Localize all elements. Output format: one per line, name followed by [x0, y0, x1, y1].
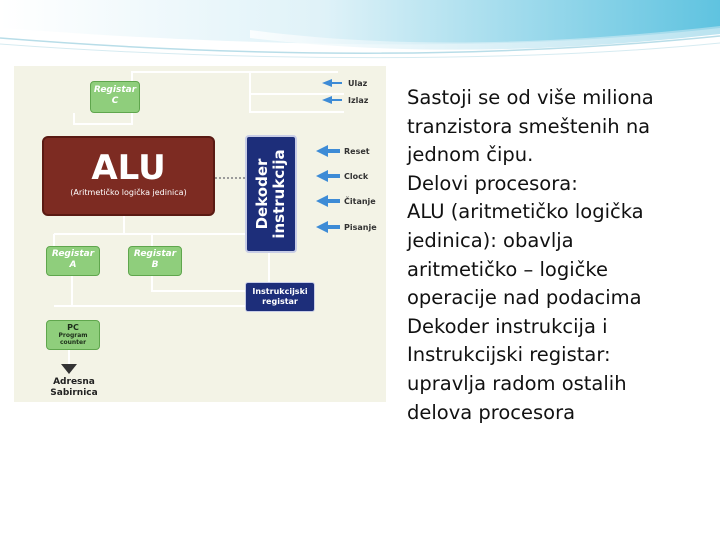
register-c-box: Registar C — [90, 81, 140, 113]
register-b-box: Registar B — [128, 246, 182, 276]
address-bus-label: Adresna Sabirnica — [34, 377, 114, 399]
register-c-letter: C — [111, 96, 119, 106]
signal-reset: Reset — [344, 147, 370, 156]
decoder-box: Dekoder instrukcija — [245, 135, 297, 253]
instruction-register-box: Instrukcijski registar — [245, 282, 315, 312]
signal-clock: Clock — [344, 172, 369, 181]
pc-counter-label: counter — [59, 339, 87, 346]
description-text: Sastoji se od više miliona tranzistora s… — [407, 84, 707, 427]
text-line: Delovi procesora: — [407, 171, 578, 195]
text-line: Sastoji se od više miliona — [407, 86, 654, 109]
text-line: operacije nad podacima — [407, 286, 642, 310]
text-line: aritmetičko – logičke — [407, 257, 608, 281]
text-line: ALU (aritmetičko logička — [407, 200, 644, 224]
address-bus-line-2: Sabirnica — [50, 388, 98, 398]
register-a-label: Registar — [51, 249, 95, 259]
text-line: jedinica): obavlja — [407, 228, 574, 252]
signal-citanje: Čitanje — [344, 197, 376, 206]
text-line: Dekoder instrukcija i — [407, 314, 608, 338]
alu-subtitle: (Aritmetičko logička jedinica) — [70, 188, 187, 197]
register-a-letter: A — [69, 260, 77, 270]
text-line: Instrukcijski registar: — [407, 343, 611, 367]
signal-ulaz: Ulaz — [348, 79, 368, 88]
decoder-label-line-1: Dekoder — [253, 158, 271, 230]
address-bus-line-1: Adresna — [53, 377, 95, 387]
decoder-label-line-2: instrukcija — [270, 149, 288, 239]
header-wave-decoration — [0, 0, 720, 59]
pc-label: PC — [67, 323, 79, 332]
instruction-register-line-1: Instrukcijski — [252, 287, 308, 296]
text-line: jednom čipu. — [407, 143, 534, 167]
instruction-register-line-2: registar — [262, 297, 298, 306]
program-counter-box: PC Program counter — [46, 320, 100, 350]
pc-program-label: Program — [58, 332, 88, 339]
register-b-label: Registar — [133, 249, 177, 259]
alu-title: ALU — [91, 148, 166, 188]
diagram-connections — [53, 71, 344, 374]
signal-pisanje: Pisanje — [344, 223, 377, 232]
cpu-block-diagram: Registar C ALU (Aritmetičko logička jedi… — [14, 66, 386, 402]
register-c-label: Registar — [93, 85, 137, 95]
register-a-box: Registar A — [46, 246, 100, 276]
text-line: tranzistora smeštenih na — [407, 114, 651, 138]
alu-box: ALU (Aritmetičko logička jedinica) — [42, 136, 215, 216]
text-line: delova procesora — [407, 400, 576, 424]
decoder-label: Dekoder instrukcija — [253, 135, 288, 253]
signal-izlaz: Izlaz — [348, 96, 369, 105]
text-line: upravlja radom ostalih — [407, 371, 627, 395]
register-b-letter: B — [151, 260, 159, 270]
